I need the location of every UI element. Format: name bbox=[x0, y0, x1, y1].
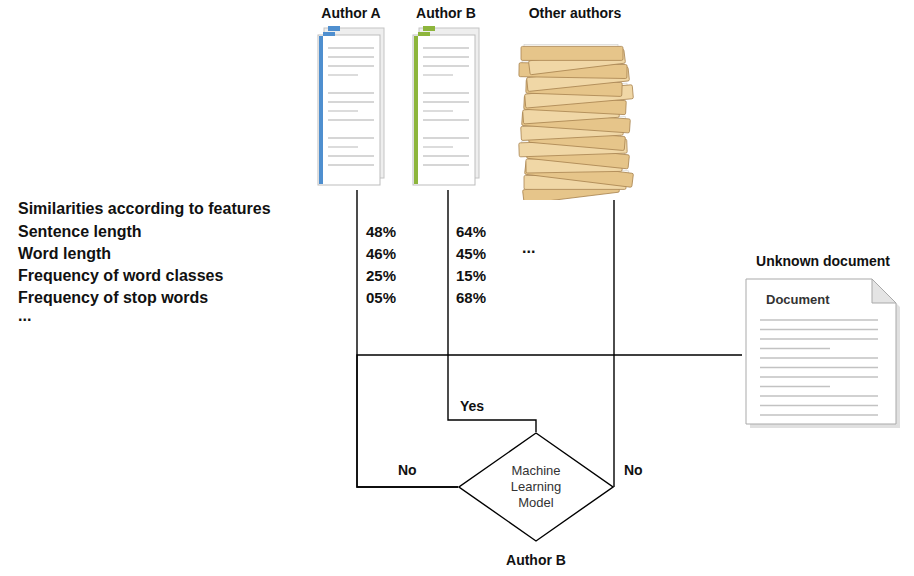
feature-name: Word length bbox=[18, 244, 111, 264]
folder bbox=[521, 44, 623, 60]
document-heading: Unknown document bbox=[756, 252, 890, 270]
page-tab bbox=[423, 26, 435, 31]
document-title: Document bbox=[766, 292, 830, 308]
connector-line bbox=[448, 190, 536, 432]
ellipsis: ... bbox=[18, 306, 31, 326]
text-line bbox=[423, 110, 453, 111]
text-line bbox=[760, 405, 878, 406]
page-tab bbox=[418, 32, 430, 36]
similarity-value: 15% bbox=[456, 266, 486, 286]
connector-line bbox=[357, 190, 458, 487]
edge-label: No bbox=[396, 462, 419, 479]
document-node: Author A bbox=[310, 4, 392, 190]
text-line bbox=[328, 110, 358, 111]
similarity-value: 46% bbox=[366, 244, 396, 264]
result-label: Author B bbox=[506, 550, 566, 570]
page-fold bbox=[872, 279, 896, 303]
text-line bbox=[328, 164, 374, 165]
edge-label: No bbox=[622, 462, 645, 479]
text-line bbox=[760, 357, 878, 358]
text-line bbox=[328, 137, 374, 138]
feature-name: Frequency of stop words bbox=[18, 288, 208, 308]
text-line bbox=[423, 56, 469, 57]
feature-name: Sentence length bbox=[18, 222, 142, 242]
text-line bbox=[760, 376, 878, 377]
document-stack-icon bbox=[315, 26, 387, 188]
text-line bbox=[328, 74, 358, 75]
folder-pile-icon bbox=[512, 24, 638, 200]
text-line bbox=[760, 338, 878, 339]
model-label: Machine Learning Model bbox=[499, 463, 573, 511]
text-line bbox=[423, 146, 453, 147]
text-line bbox=[328, 47, 374, 48]
text-line bbox=[760, 348, 830, 349]
text-line bbox=[423, 65, 469, 66]
similarity-value: 25% bbox=[366, 266, 396, 286]
text-line bbox=[328, 146, 358, 147]
document-stack-icon bbox=[410, 26, 482, 188]
text-line bbox=[760, 414, 878, 415]
text-line bbox=[328, 101, 374, 102]
document-heading: Author B bbox=[416, 4, 476, 22]
text-line bbox=[423, 155, 469, 156]
page bbox=[746, 279, 896, 424]
text-line bbox=[328, 155, 374, 156]
similarity-value: 64% bbox=[456, 222, 486, 242]
connector-line bbox=[613, 200, 614, 487]
similarity-value: 05% bbox=[366, 288, 396, 308]
text-line bbox=[760, 319, 878, 320]
text-line bbox=[328, 119, 374, 120]
text-line bbox=[760, 367, 878, 368]
similarity-value: 45% bbox=[456, 244, 486, 264]
text-line bbox=[328, 56, 374, 57]
page-tab bbox=[328, 26, 340, 31]
text-line bbox=[423, 101, 469, 102]
text-line bbox=[423, 92, 469, 93]
ellipsis: ... bbox=[522, 238, 535, 258]
page-stripe bbox=[414, 36, 418, 184]
text-line bbox=[760, 386, 830, 387]
similarity-value: 48% bbox=[366, 222, 396, 242]
features-heading: Similarities according to features bbox=[18, 199, 271, 219]
text-line bbox=[760, 395, 878, 396]
feature-name: Frequency of word classes bbox=[18, 266, 223, 286]
document-node: Author B bbox=[405, 4, 487, 190]
decision-diamond: Machine Learning Model bbox=[458, 432, 614, 542]
page-tab bbox=[323, 32, 335, 36]
document-heading: Other authors bbox=[529, 4, 622, 22]
similarity-value: 68% bbox=[456, 288, 486, 308]
document-pile: Other authors bbox=[512, 4, 638, 200]
text-line bbox=[328, 92, 374, 93]
page-stripe bbox=[319, 36, 323, 184]
front-page bbox=[318, 35, 380, 185]
edge-label: Yes bbox=[458, 398, 486, 415]
text-line bbox=[423, 137, 469, 138]
text-line bbox=[760, 329, 878, 330]
front-page bbox=[413, 35, 475, 185]
text-line bbox=[328, 65, 374, 66]
diamond-outline bbox=[459, 433, 613, 541]
folder-body bbox=[521, 46, 623, 60]
text-line bbox=[423, 47, 469, 48]
text-line bbox=[423, 164, 469, 165]
text-line bbox=[423, 119, 469, 120]
document-heading: Author A bbox=[321, 4, 380, 22]
document-node: Unknown documentDocument bbox=[742, 252, 904, 432]
text-line bbox=[423, 74, 453, 75]
